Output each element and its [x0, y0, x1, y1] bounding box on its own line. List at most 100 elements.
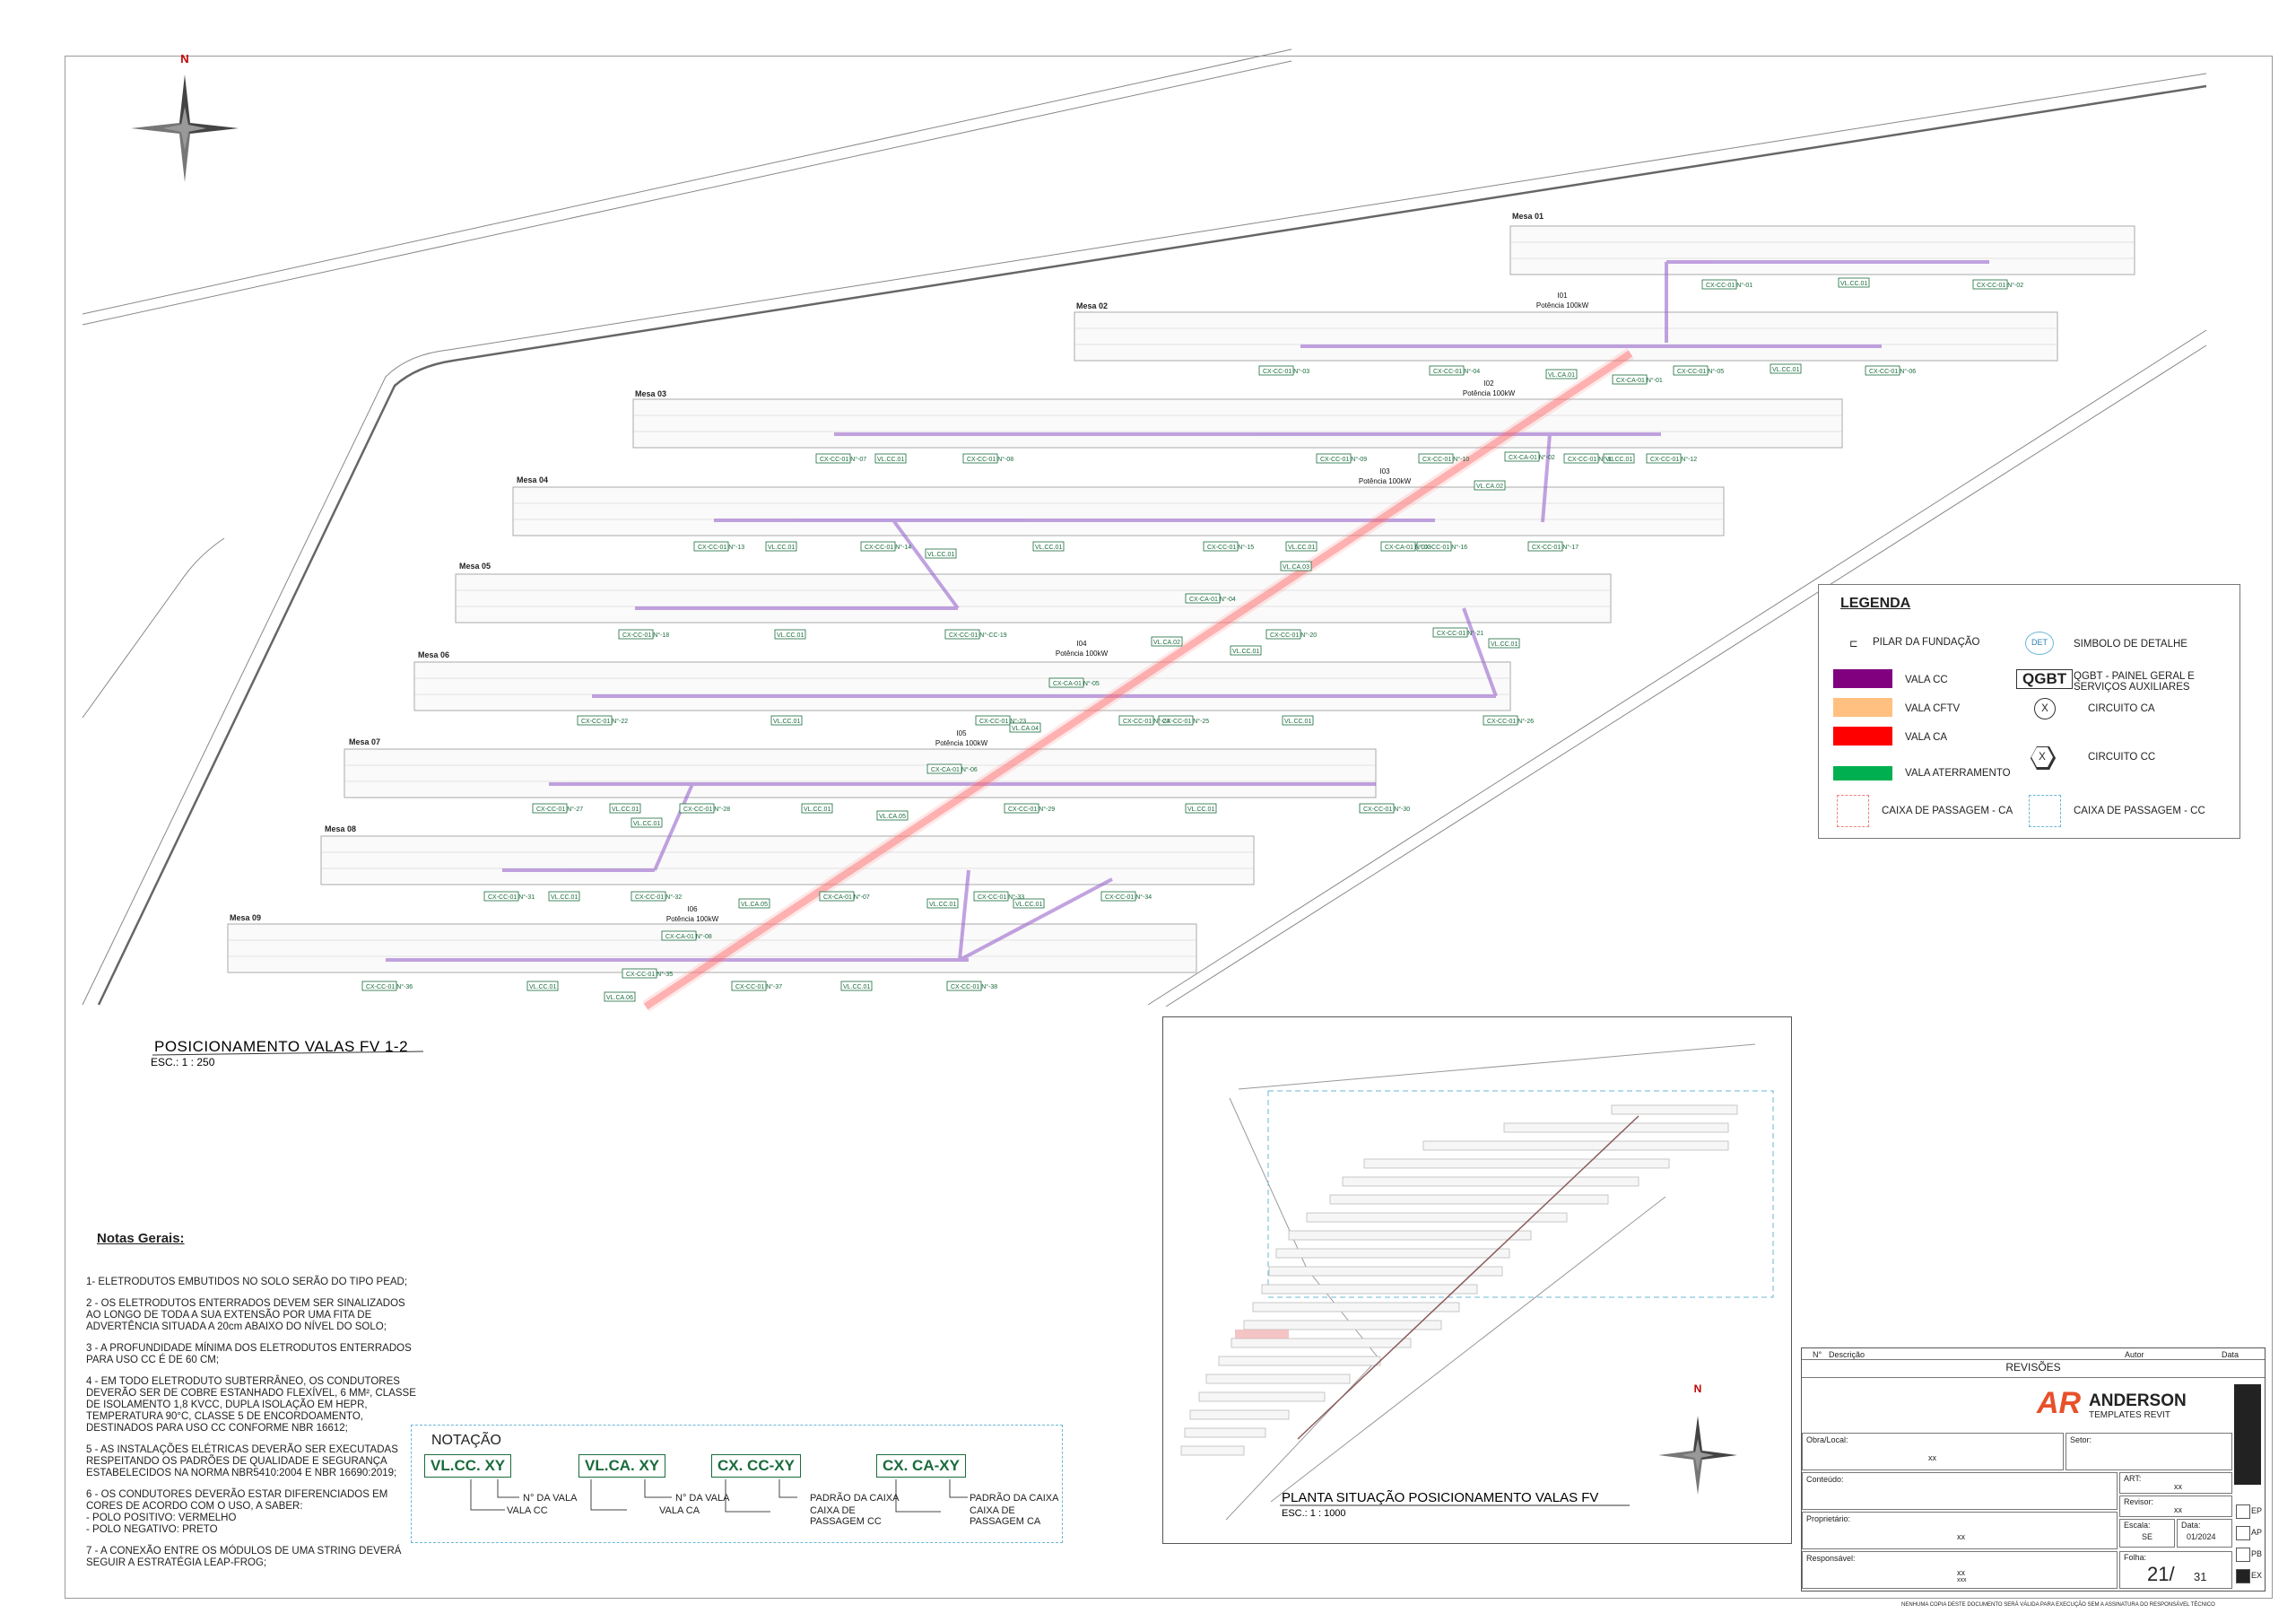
svg-text:CX-CC-01 N°-11: CX-CC-01 N°-11	[1568, 456, 1614, 463]
svg-text:CX-CA-01 N°-05: CX-CA-01 N°-05	[1053, 680, 1100, 687]
svg-text:CX-CC-01 N°-16: CX-CC-01 N°-16	[1421, 544, 1467, 551]
svg-text:VL.CC.01: VL.CC.01	[1772, 367, 1799, 373]
svg-text:Potência 100kW: Potência 100kW	[1536, 301, 1589, 310]
svg-text:CX-CC-01 N°-31: CX-CC-01 N°-31	[488, 894, 535, 901]
legend-label: VALA CA	[1905, 732, 1948, 743]
stage-checkbox[interactable]	[2236, 1526, 2250, 1540]
svg-text:CX-CC-01 N°-30: CX-CC-01 N°-30	[1363, 806, 1410, 813]
note-item: 5 - AS INSTALAÇÕES ELÉTRICAS DEVERÃO SER…	[86, 1444, 398, 1478]
revisor-field: Revisor: xx	[2119, 1496, 2232, 1517]
mesa-label: Mesa 02	[1076, 301, 1108, 310]
svg-text:I02: I02	[1483, 379, 1494, 388]
svg-text:VL.CC.01: VL.CC.01	[633, 821, 660, 827]
svg-text:VL.CC.01: VL.CC.01	[612, 807, 639, 813]
drawing-title: POSICIONAMENTO VALAS FV 1-2	[154, 1038, 408, 1055]
caixa-passagem-ca-icon	[1837, 795, 1869, 827]
legend-label: CIRCUITO CC	[2088, 752, 2156, 763]
svg-text:VL.CC.01: VL.CC.01	[804, 807, 831, 813]
svg-text:CX-CC-01 N°-37: CX-CC-01 N°-37	[735, 983, 782, 990]
svg-text:CX-CC-01 N°-CC-19: CX-CC-01 N°-CC-19	[949, 632, 1007, 639]
vala-cc-lines	[386, 260, 1989, 962]
svg-text:CX-CC-01 N°-04: CX-CC-01 N°-04	[1433, 368, 1480, 375]
stage-label: PB	[2251, 1549, 2263, 1558]
mesa-label: Mesa 07	[349, 737, 380, 746]
conteudo-field: Conteúdo:	[1802, 1472, 2118, 1510]
svg-text:CX-CC-01 N°-09: CX-CC-01 N°-09	[1320, 456, 1367, 463]
circuito-cc-x: X	[2031, 747, 2053, 767]
svg-text:Potência 100kW: Potência 100kW	[935, 739, 988, 747]
svg-text:CX-CA-01 N°-07: CX-CA-01 N°-07	[823, 894, 870, 901]
vala-aterramento-swatch	[1833, 766, 1892, 780]
stage-checkbox[interactable]	[2236, 1569, 2250, 1583]
drawing-scale: ESC.: 1 : 250	[151, 1056, 215, 1068]
svg-text:VL.CC.01: VL.CC.01	[1605, 457, 1632, 463]
vala-cc-swatch	[1833, 669, 1892, 688]
svg-text:CX-CC-01 N°-20: CX-CC-01 N°-20	[1270, 632, 1317, 639]
svg-text:CX-CC-01 N°-18: CX-CC-01 N°-18	[622, 632, 669, 639]
vala-ca-swatch	[1833, 727, 1892, 746]
notation-badge: VL.CC. XY	[424, 1454, 512, 1478]
svg-text:CX-CC-01 N°-07: CX-CC-01 N°-07	[820, 456, 866, 463]
notation-annotation: N° DA VALA	[523, 1493, 578, 1504]
svg-text:CX-CA-01 N°-03: CX-CA-01 N°-03	[1385, 544, 1431, 551]
svg-text:VL.CC.01: VL.CC.01	[529, 984, 556, 990]
svg-text:VL.CC.01: VL.CC.01	[777, 632, 804, 639]
stage-bar	[2234, 1384, 2261, 1485]
stage-checkbox[interactable]	[2236, 1504, 2250, 1519]
title-block: N° Descrição Autor Data REVISÕES AR ANDE…	[1801, 1347, 2266, 1591]
situation-plan-drawing: N PLANTA SITUAÇÃO POSICIONAMENTO VALAS F…	[1180, 1043, 1774, 1521]
notation-annotation: CAIXA DE PASSAGEM CC	[810, 1505, 882, 1527]
legend-label: VALA ATERRAMENTO	[1905, 768, 2011, 779]
rev-header: N°	[1813, 1350, 1822, 1359]
notation-badge: CX. CA-XY	[876, 1454, 966, 1478]
svg-text:VL.CC.01: VL.CC.01	[1284, 719, 1311, 725]
stage-checkbox[interactable]	[2236, 1548, 2250, 1562]
svg-text:VL.CC.01: VL.CC.01	[927, 552, 954, 558]
notes-title: Notas Gerais:	[97, 1231, 185, 1246]
svg-text:VL.CC.01: VL.CC.01	[929, 902, 956, 908]
general-notes: Notas Gerais: 1- ELETRODUTOS EMBUTIDOS N…	[86, 1231, 418, 1579]
svg-text:VL.CC.01: VL.CC.01	[1840, 281, 1867, 287]
situation-plan-title: PLANTA SITUAÇÃO POSICIONAMENTO VALAS FV	[1282, 1490, 1598, 1505]
trench-tag-labels: CX-CC-01 N°-01 VL.CC.01 CX-CC-01 N°-02 C…	[366, 281, 2023, 1001]
svg-text:VL.CA.02: VL.CA.02	[1476, 484, 1503, 490]
svg-text:I06: I06	[687, 905, 698, 913]
svg-text:Potência 100kW: Potência 100kW	[666, 915, 719, 923]
legend-label: CIRCUITO CA	[2088, 703, 2155, 714]
svg-text:VL.CC.01: VL.CC.01	[1232, 649, 1259, 655]
legend-label: PILAR DA FUNDAÇÃO	[1873, 637, 1980, 648]
inverter-labels: I01 Potência 100kW I02 Potência 100kW I0…	[666, 292, 1589, 923]
legend-label: CAIXA DE PASSAGEM - CA	[1882, 806, 2013, 816]
legend-label: VALA CFTV	[1905, 703, 1961, 714]
caixa-passagem-cc-icon	[2029, 795, 2061, 827]
notation-leaders	[470, 1479, 968, 1513]
mesa-gridlines	[228, 241, 2135, 957]
det-symbol-icon: DET	[2025, 632, 2054, 655]
svg-text:VL.CC.01: VL.CC.01	[768, 545, 795, 551]
note-item: 6 - OS CONDUTORES DEVERÃO ESTAR DIFERENC…	[86, 1489, 388, 1535]
svg-text:CX-CC-01 N°-28: CX-CC-01 N°-28	[683, 806, 730, 813]
svg-text:CX-CA-01 N°-01: CX-CA-01 N°-01	[1616, 377, 1663, 384]
brand-name: ANDERSON	[2089, 1391, 2187, 1410]
escala-field: Escala: SE	[2119, 1519, 2175, 1548]
mesa-label: Mesa 03	[635, 389, 666, 398]
svg-text:CX-CC-01 N°-26: CX-CC-01 N°-26	[1487, 718, 1534, 725]
svg-text:VL.CC.01: VL.CC.01	[1035, 545, 1062, 551]
rev-header: Data	[2222, 1350, 2239, 1359]
notation-annotation: CAIXA DE PASSAGEM CA	[970, 1505, 1041, 1527]
svg-text:CX-CC-01 N°-29: CX-CC-01 N°-29	[1008, 806, 1055, 813]
svg-text:VL.CC.01: VL.CC.01	[877, 457, 904, 463]
stage-label: AP	[2251, 1528, 2263, 1537]
svg-text:CX-CA-01 N°-08: CX-CA-01 N°-08	[665, 933, 712, 940]
mesa-arrays	[227, 225, 2135, 973]
svg-text:CX-CC-01 N°-33: CX-CC-01 N°-33	[978, 894, 1024, 901]
svg-text:CX-CC-01 N°-13: CX-CC-01 N°-13	[698, 544, 744, 551]
stage-label: EP	[2251, 1506, 2263, 1515]
svg-text:VL.CC.01: VL.CC.01	[773, 719, 800, 725]
mesa-label: Mesa 08	[325, 824, 356, 833]
rev-header: Autor	[2125, 1350, 2144, 1359]
note-item: 4 - EM TODO ELETRODUTO SUBTERRÂNEO, OS C…	[86, 1376, 416, 1434]
svg-text:CX-CC-01 N°-32: CX-CC-01 N°-32	[635, 894, 682, 901]
svg-text:Potência 100kW: Potência 100kW	[1056, 650, 1109, 658]
